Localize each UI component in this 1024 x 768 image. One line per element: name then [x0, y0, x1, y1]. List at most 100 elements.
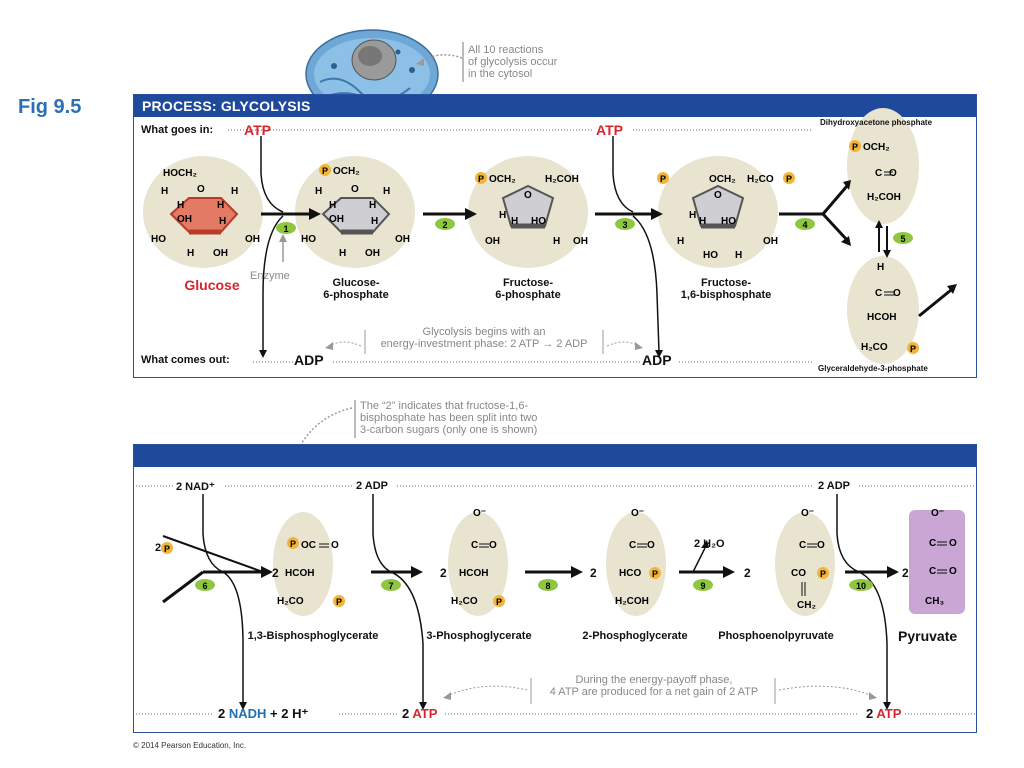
svg-text:C: C: [875, 288, 882, 299]
payoff-note: During the energy-payoff phase,4 ATP are…: [549, 674, 759, 698]
svg-text:P: P: [164, 544, 170, 554]
pi-input: 2: [155, 542, 162, 554]
svg-text:P: P: [336, 597, 342, 607]
goes-in-label: What goes in:: [141, 124, 214, 136]
step-5-number: 5: [900, 234, 905, 244]
svg-text:OH: OH: [573, 236, 588, 247]
atp-output-2: 2 ATP: [866, 706, 902, 721]
svg-text:P: P: [322, 166, 328, 176]
svg-text:H₂CO: H₂CO: [747, 174, 774, 185]
svg-text:H: H: [689, 210, 696, 221]
svg-text:P: P: [478, 174, 484, 184]
f6p-label: Fructose-6-phosphate: [495, 277, 561, 301]
svg-text:HCOH: HCOH: [285, 568, 314, 579]
svg-text:OH: OH: [245, 234, 260, 245]
svg-text:H: H: [219, 216, 226, 227]
svg-text:H: H: [699, 216, 706, 227]
svg-text:OH: OH: [177, 214, 192, 225]
nad-input: 2 NAD⁺: [176, 481, 215, 493]
svg-text:O: O: [893, 288, 901, 299]
svg-text:C: C: [875, 168, 882, 179]
svg-text:H: H: [315, 186, 322, 197]
pyruvate-label: Pyruvate: [898, 628, 958, 644]
svg-text:H: H: [329, 200, 336, 211]
svg-text:O: O: [949, 566, 957, 577]
atp-in-1: ATP: [244, 122, 271, 138]
svg-text:C: C: [929, 538, 936, 549]
coefficient-4: 2: [744, 566, 751, 580]
figure-label: Fig 9.5: [18, 96, 82, 118]
svg-text:HCO: HCO: [619, 568, 641, 579]
svg-text:O: O: [714, 190, 722, 201]
split-note: The “2” indicates that fructose-1,6- bis…: [360, 400, 538, 436]
svg-text:HO: HO: [301, 234, 316, 245]
nadh-output: 2 NADH + 2 H⁺: [218, 706, 309, 721]
svg-text:H: H: [511, 216, 518, 227]
atp-in-2: ATP: [596, 122, 623, 138]
svg-text:H: H: [877, 262, 884, 273]
svg-text:CH₃: CH₃: [925, 596, 944, 607]
svg-text:HCOH: HCOH: [459, 568, 488, 579]
svg-text:H: H: [339, 248, 346, 259]
svg-text:C: C: [629, 540, 636, 551]
step-6-number: 6: [202, 581, 207, 591]
svg-text:H: H: [231, 186, 238, 197]
svg-text:HOCH₂: HOCH₂: [163, 168, 197, 179]
svg-text:OCH₂: OCH₂: [709, 174, 736, 185]
svg-text:OH: OH: [485, 236, 500, 247]
svg-text:OCH₂: OCH₂: [333, 166, 360, 177]
coefficient-2: 2: [440, 566, 447, 580]
step-7-number: 7: [388, 581, 393, 591]
step-2-number: 2: [442, 220, 447, 230]
svg-text:P: P: [660, 174, 666, 184]
svg-text:P: P: [820, 569, 826, 579]
svg-text:HO: HO: [151, 234, 166, 245]
svg-text:C: C: [799, 540, 806, 551]
dhap-label: Dihydroxyacetone phosphate: [820, 118, 933, 127]
svg-text:H: H: [499, 210, 506, 221]
bpg-label: 1,3-Bisphosphoglycerate: [247, 630, 379, 642]
svg-text:CO: CO: [791, 568, 806, 579]
svg-text:O⁻: O⁻: [801, 508, 814, 519]
water-output: 2 H₂O: [694, 538, 725, 550]
step-9-number: 9: [700, 581, 705, 591]
svg-text:OC: OC: [301, 540, 316, 551]
cytosol-pointer: [416, 54, 463, 66]
step-4-number: 4: [802, 220, 807, 230]
svg-text:H₂CO: H₂CO: [861, 342, 888, 353]
svg-text:H₂COH: H₂COH: [867, 192, 901, 203]
svg-text:H: H: [161, 186, 168, 197]
step-8-number: 8: [545, 581, 550, 591]
svg-text:H: H: [383, 186, 390, 197]
svg-text:O: O: [524, 190, 532, 201]
svg-text:O: O: [351, 184, 359, 195]
coefficient-3: 2: [590, 566, 597, 580]
pg2-label: 2-Phosphoglycerate: [582, 630, 688, 642]
svg-text:HO: HO: [531, 216, 546, 227]
svg-text:O: O: [889, 168, 897, 179]
svg-text:P: P: [652, 569, 658, 579]
svg-text:O: O: [647, 540, 655, 551]
adp-input-2: 2 ADP: [818, 480, 850, 492]
svg-text:CH₂: CH₂: [797, 600, 816, 611]
svg-text:O: O: [331, 540, 339, 551]
svg-text:H: H: [217, 200, 224, 211]
svg-text:H₂CO: H₂CO: [277, 596, 304, 607]
f16bp-label: Fructose-1,6-bisphosphate: [680, 277, 772, 301]
pep-label: Phosphoenolpyruvate: [718, 630, 834, 642]
svg-text:OCH₂: OCH₂: [863, 142, 890, 153]
svg-text:H₂CO: H₂CO: [451, 596, 478, 607]
cytosol-note: All 10 reactions of glycolysis occur in …: [468, 44, 558, 80]
svg-text:P: P: [786, 174, 792, 184]
adp-input-1: 2 ADP: [356, 480, 388, 492]
copyright-footer: © 2014 Pearson Education, Inc.: [133, 741, 247, 750]
svg-text:P: P: [496, 597, 502, 607]
comes-out-label: What comes out:: [141, 354, 230, 366]
svg-text:H₂COH: H₂COH: [545, 174, 579, 185]
svg-text:H: H: [371, 216, 378, 227]
enzyme-label: Enzyme: [250, 270, 290, 282]
svg-text:O: O: [197, 184, 205, 195]
note-divider: [462, 42, 464, 82]
